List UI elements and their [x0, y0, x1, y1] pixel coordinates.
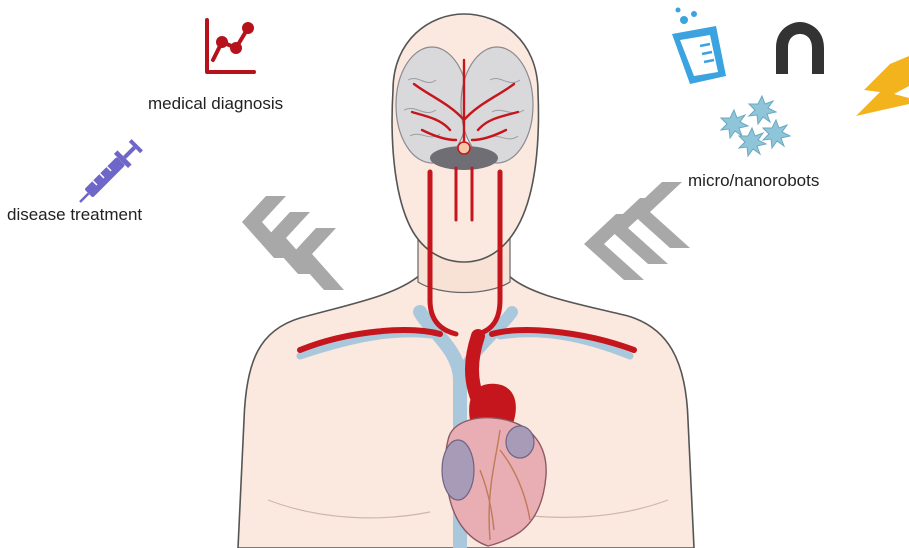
left-atrium	[442, 440, 474, 500]
nanoparticle-cluster-icon	[721, 96, 790, 156]
medical-diagnosis-label: medical diagnosis	[148, 94, 283, 113]
disease-treatment-label: disease treatment	[7, 205, 142, 224]
syringe-icon	[73, 138, 144, 209]
beaker-icon	[672, 8, 726, 85]
micro-nanorobots-label: micro/nanorobots	[688, 171, 819, 190]
line-chart-icon	[207, 20, 254, 72]
left-chevron-arrows-icon	[242, 196, 344, 290]
right-atrium	[506, 426, 534, 458]
right-chevron-arrows-icon	[584, 182, 690, 280]
lightning-icon	[856, 56, 909, 116]
brain	[396, 47, 533, 170]
magnet-icon	[776, 22, 824, 74]
